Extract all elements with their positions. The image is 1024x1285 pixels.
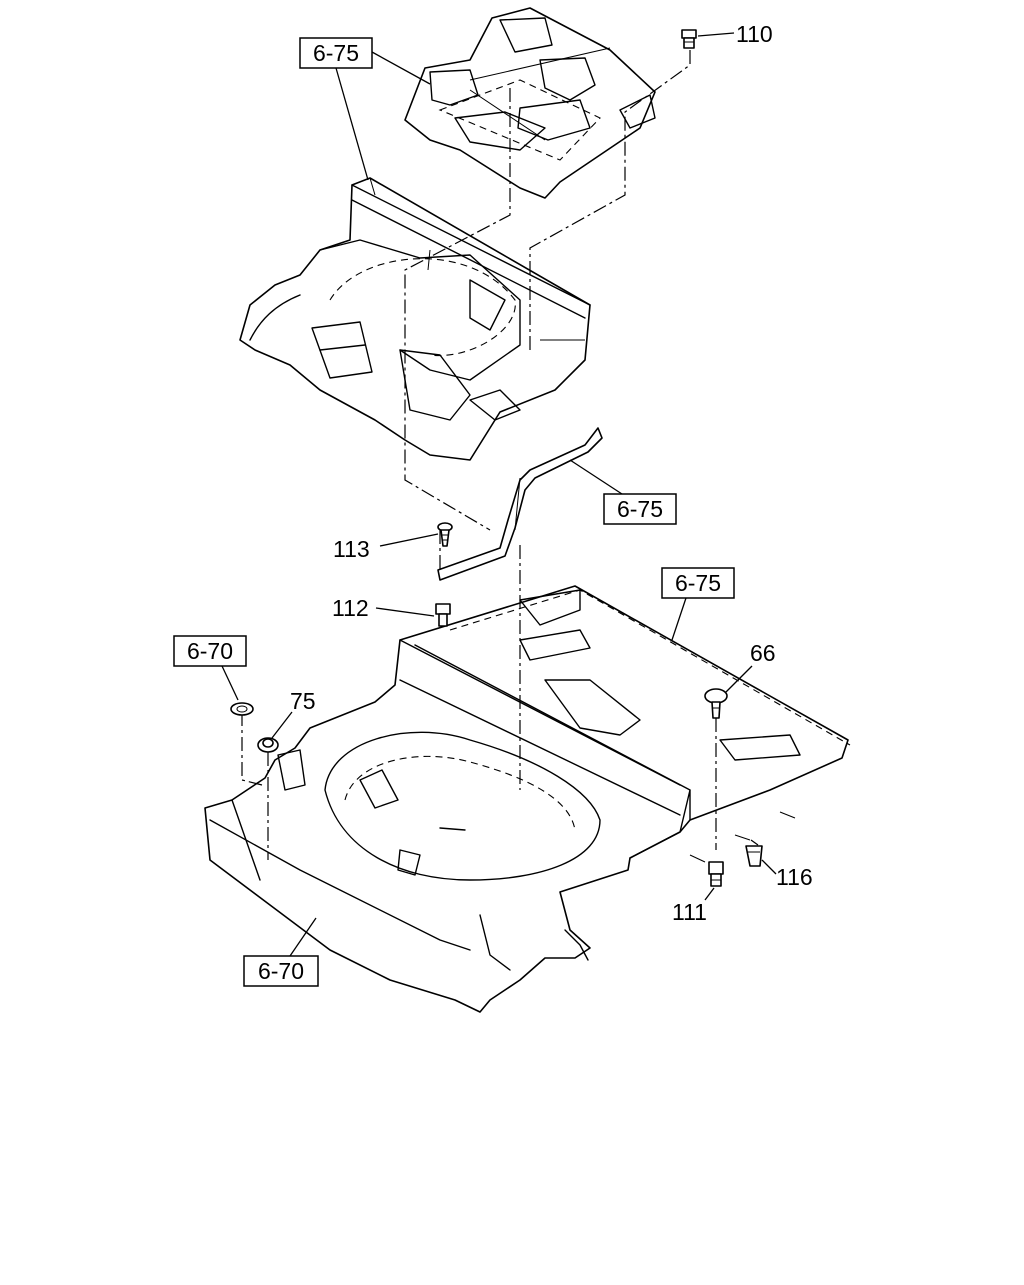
- ref-label-left: 6-70: [187, 638, 233, 664]
- callout-leader: [704, 887, 715, 901]
- upper-floor-panel: [239, 177, 591, 461]
- callout-112: 112: [332, 595, 369, 621]
- lower-floor-panel: [204, 585, 851, 1013]
- upper-floor-insulator: [404, 7, 656, 199]
- callout-leader: [375, 607, 435, 617]
- ref-leader: [221, 665, 239, 701]
- clip-112: [435, 603, 451, 627]
- ref-box-bottom: 6-70: [243, 955, 319, 987]
- ref-box-middle-right: 6-75: [603, 493, 677, 525]
- screw-113: [437, 522, 453, 547]
- callout-116: 116: [776, 864, 813, 890]
- ref-box-lower-right: 6-75: [661, 567, 735, 599]
- ref-leader: [569, 459, 623, 495]
- callout-111: 111: [672, 899, 707, 925]
- ref-label-lower-right: 6-75: [675, 570, 721, 596]
- ref-leader: [335, 67, 369, 181]
- callout-leader: [725, 665, 753, 693]
- callout-66: 66: [750, 640, 776, 666]
- callout-leader: [379, 533, 439, 547]
- alignment-lines: [241, 50, 759, 860]
- ref-leader: [289, 917, 317, 957]
- floor-crossmember-bracket: [437, 427, 603, 581]
- ref-label-bottom: 6-70: [258, 958, 304, 984]
- clip-111: [708, 861, 724, 887]
- callout-110: 110: [736, 21, 773, 47]
- ref-label-middle-right: 6-75: [617, 496, 663, 522]
- grommet-75: [257, 737, 279, 753]
- ref-label-top-left: 6-75: [313, 40, 359, 66]
- bolt-110: [681, 29, 697, 49]
- ref-leader: [671, 597, 687, 641]
- callout-113: 113: [333, 536, 370, 562]
- ref-box-left: 6-70: [173, 635, 247, 667]
- callout-leader: [761, 859, 777, 875]
- plug-66: [704, 688, 728, 719]
- callout-leader: [271, 711, 293, 739]
- clip-116: [745, 845, 763, 867]
- ref-leader: [371, 51, 431, 85]
- callout-leader: [697, 32, 735, 37]
- callout-75: 75: [290, 688, 316, 714]
- grommet-6-70: [230, 702, 254, 716]
- ref-box-top-left: 6-75: [299, 37, 373, 69]
